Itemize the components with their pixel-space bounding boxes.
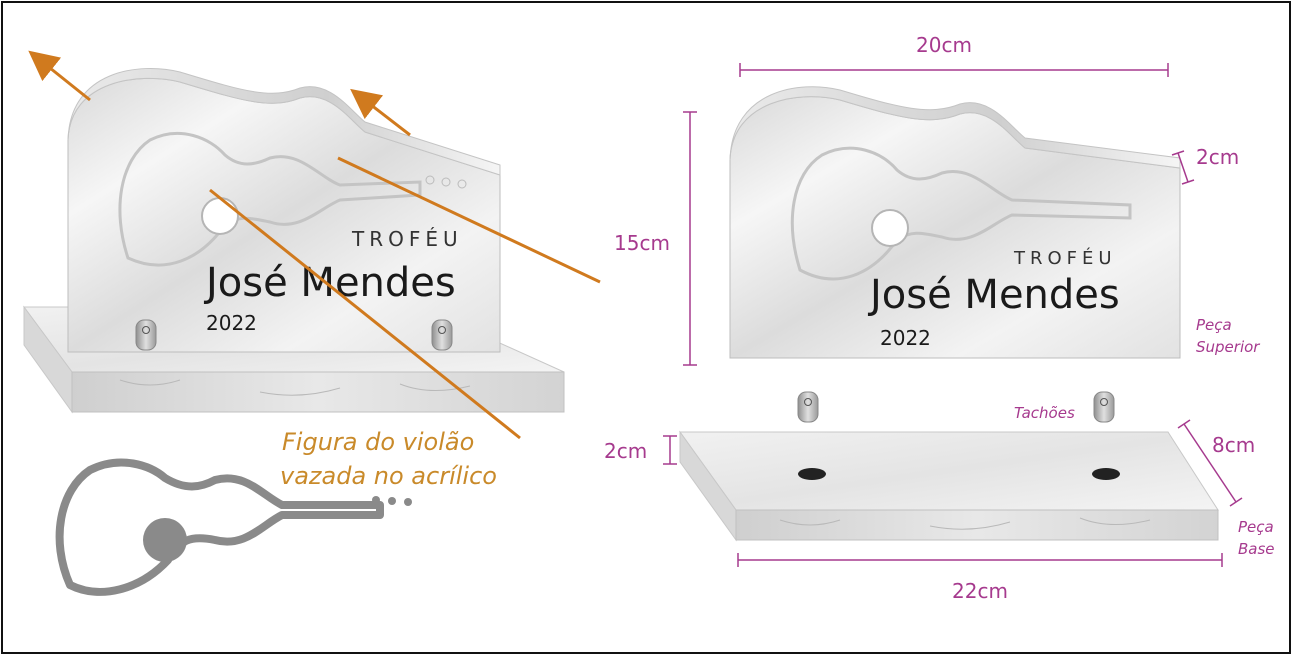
stud-left-2 [431,319,453,351]
acrylic-plate-left: TROFÉU José Mendes 2022 [67,67,501,353]
trophy-label-right: TROFÉU [1013,247,1117,269]
stud-right-2 [1093,391,1115,423]
honoree-name-right: José Mendes [867,272,1120,318]
label-upper-part-1: Peça [1196,316,1232,334]
marble-base-right [679,430,1219,542]
label-base-part-1: Peça [1238,518,1274,536]
sound-hole-left [201,197,239,235]
assembled-trophy: TROFÉU José Mendes 2022 Figura do violão… [23,50,601,596]
year-left: 2022 [206,311,257,335]
guitar-icon [55,458,412,596]
annotation-arrows [28,50,601,440]
acrylic-plate-right: TROFÉU José Mendes 2022 [729,86,1181,359]
label-upper-part-2: Superior [1196,338,1260,356]
dim-label-22cm: 22cm [952,579,1008,603]
honoree-name-left: José Mendes [203,260,456,306]
stud-left-1 [135,319,157,351]
dim-width-base [737,553,1223,567]
dim-thickness-top [1171,150,1195,185]
exploded-view: TROFÉU José Mendes 2022 20cm 15cm 2cm Pe… [604,33,1275,603]
dim-label-20cm: 20cm [916,33,972,57]
caption-line-1: Figura do violão [282,428,474,456]
dim-label-15cm: 15cm [614,231,670,255]
caption-line-2: vazada no acrílico [280,462,497,490]
sound-hole-right [871,209,909,247]
dim-label-2cm-base: 2cm [604,439,647,463]
dim-height-top [683,111,697,366]
dim-depth-base [1177,419,1243,507]
base-hole-1 [798,468,826,480]
base-hole-2 [1092,468,1120,480]
dim-label-2cm-top: 2cm [1196,145,1239,169]
stud-right-1 [797,391,819,423]
label-studs: Tachões [1014,404,1075,422]
trophy-label-left: TROFÉU [351,227,463,251]
dim-width-top [739,63,1169,77]
dim-thickness-base [663,435,677,465]
year-right: 2022 [880,326,931,350]
label-base-part-2: Base [1238,540,1275,558]
dim-label-8cm: 8cm [1212,433,1255,457]
